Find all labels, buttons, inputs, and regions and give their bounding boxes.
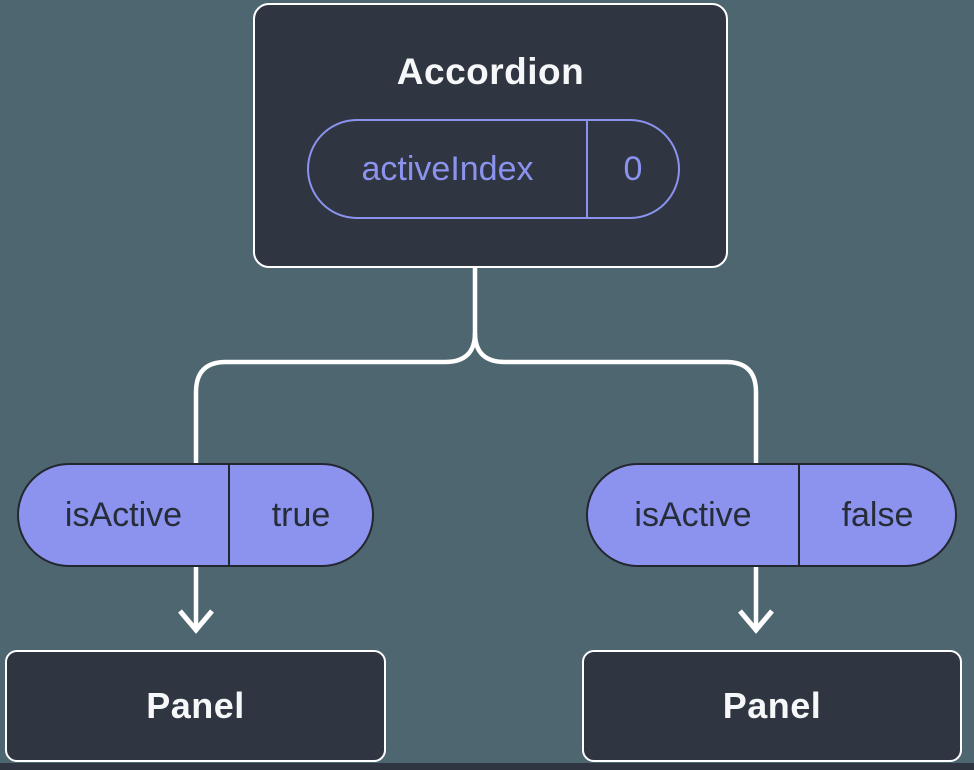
arrow-down-left-icon xyxy=(178,609,214,634)
state-name-label: activeIndex xyxy=(361,149,534,188)
state-pill: activeIndex 0 xyxy=(307,119,680,219)
panel-node-left: Panel xyxy=(5,650,386,762)
prop-value-left-label: true xyxy=(228,465,372,565)
panel-label-right: Panel xyxy=(722,685,822,726)
connector-right-branch xyxy=(472,332,759,628)
prop-pill-right: isActive false xyxy=(586,463,957,567)
accordion-node: Accordion activeIndex 0 xyxy=(253,3,728,268)
panel-label-left: Panel xyxy=(146,685,245,726)
prop-pill-left: isActive true xyxy=(17,463,374,567)
connector-left-branch xyxy=(193,332,478,628)
prop-name-right-label: isActive xyxy=(634,495,752,534)
state-value-label: 0 xyxy=(586,121,678,217)
prop-name-left-label: isActive xyxy=(64,495,183,534)
panel-node-right: Panel xyxy=(582,650,962,762)
bottom-clipped-element xyxy=(0,763,974,770)
accordion-title: Accordion xyxy=(396,51,585,92)
arrow-down-right-icon xyxy=(738,609,774,634)
prop-value-right-label: false xyxy=(798,465,955,565)
